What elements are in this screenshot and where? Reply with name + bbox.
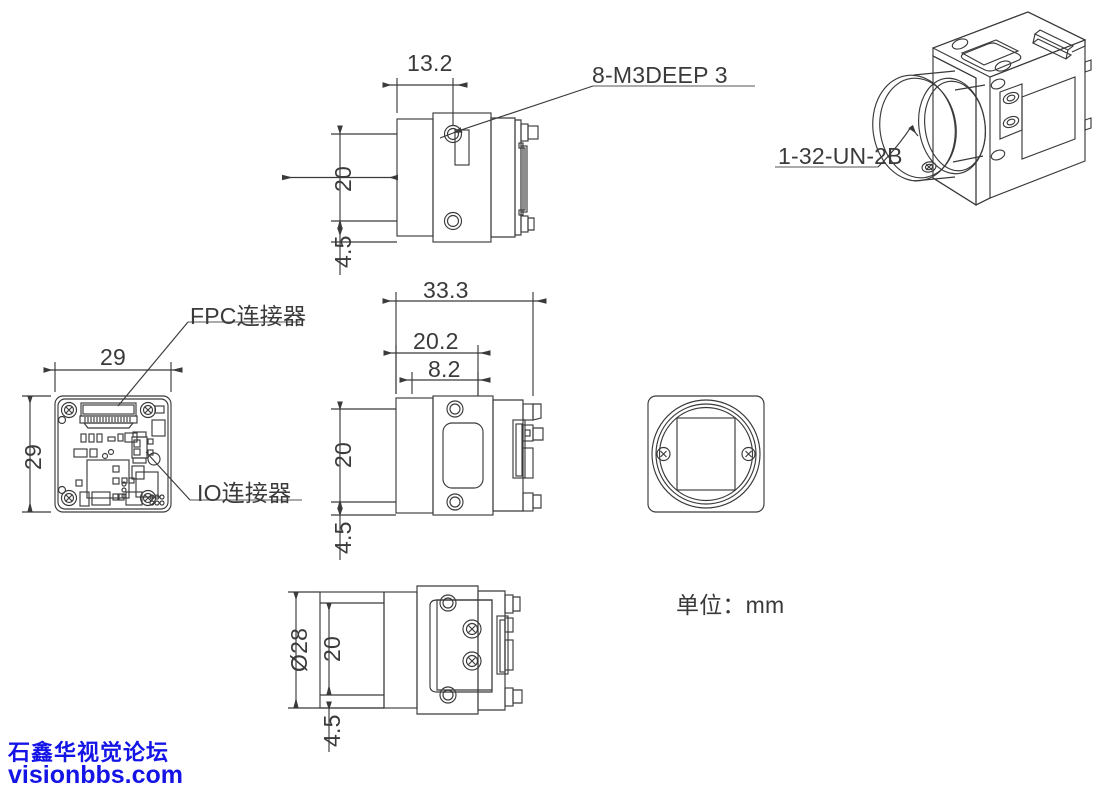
- units-note: 单位：mm: [676, 592, 785, 618]
- dim-bottom-diameter-28: Ø28: [286, 627, 312, 672]
- dim-pcb-height-29: 29: [20, 444, 46, 470]
- dim-pcb-width-29: 29: [100, 344, 126, 370]
- bottom-view-geometry: [319, 585, 523, 715]
- dim-side-8-2: 8.2: [428, 356, 461, 382]
- dim-side-33-3: 33.3: [423, 277, 469, 303]
- dim-top-20: 20: [330, 166, 356, 192]
- callout-io-connector: IO连接器: [197, 480, 292, 506]
- callout-lens-mount: 1-32-UN-2B: [778, 143, 903, 169]
- watermark-line-1: 石鑫华视觉论坛: [8, 740, 170, 765]
- callout-fpc-connector: FPC连接器: [190, 303, 307, 329]
- dim-top-13-2: 13.2: [407, 50, 453, 76]
- lens-mount-callout-leader: [775, 124, 919, 168]
- top-view-geometry: [396, 112, 539, 243]
- pcb-view-dimensions: [22, 362, 183, 513]
- dim-side-20: 20: [330, 442, 356, 468]
- isometric-view-geometry: [872, 11, 1092, 207]
- pcb-view-geometry: [54, 395, 172, 513]
- callout-thread-holes: 8-M3DEEP 3: [592, 62, 728, 88]
- front-view-geometry: [647, 395, 765, 513]
- dim-side-20-2: 20.2: [413, 328, 459, 354]
- pcb-callout-leaders: [117, 321, 302, 501]
- side-view-geometry: [395, 395, 544, 516]
- watermark-line-2: visionbbs.com: [8, 761, 184, 789]
- dim-side-4-5: 4.5: [330, 521, 356, 554]
- bottom-view-dimensions: [288, 591, 384, 752]
- side-view-dimensions: [331, 292, 547, 560]
- top-view-dimensions: [281, 78, 468, 275]
- dim-bottom-20: 20: [319, 636, 345, 662]
- dim-top-4-5: 4.5: [330, 235, 356, 268]
- thread-callout-leader: [439, 85, 755, 139]
- dim-bottom-4-5: 4.5: [319, 714, 345, 747]
